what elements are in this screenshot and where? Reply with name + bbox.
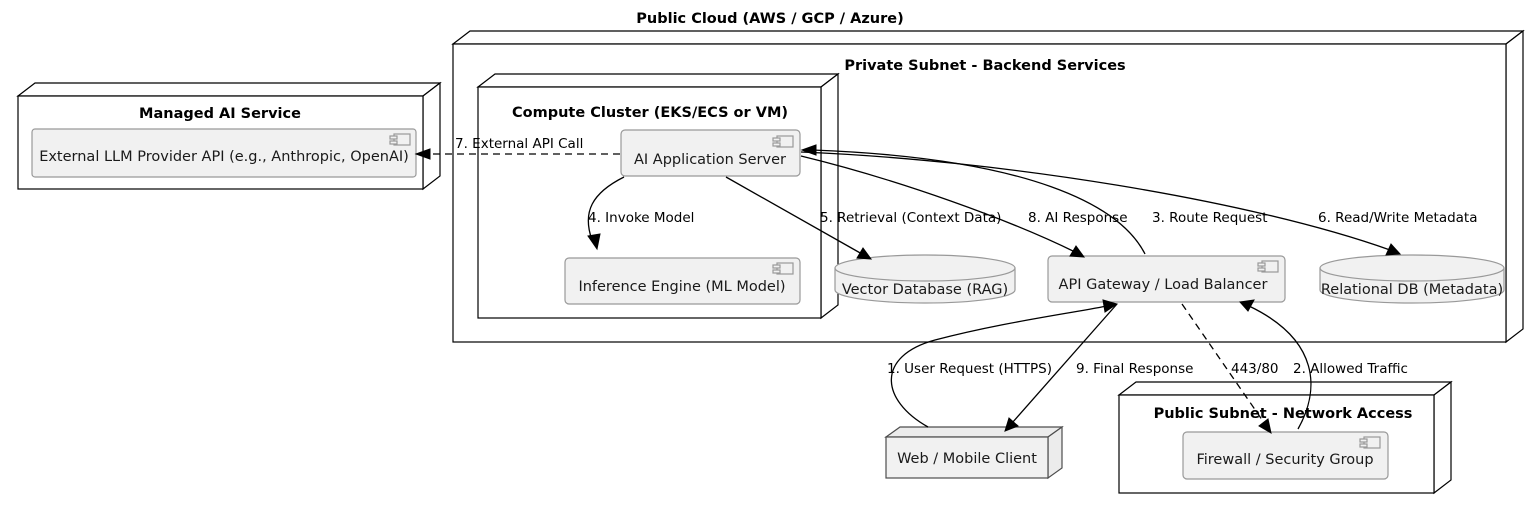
component-ai-application-server[interactable]: AI Application Server (620, 129, 801, 177)
diagram-title: Public Cloud (AWS / GCP / Azure) (636, 11, 903, 27)
vector-database-label: Vector Database (RAG) (842, 282, 1008, 298)
edge-label-9: 9. Final Response (1076, 361, 1193, 377)
edge-label-4: 4. Invoke Model (588, 210, 694, 226)
component-api-gateway[interactable]: API Gateway / Load Balancer (1047, 255, 1286, 303)
node-managed-ai-service: Managed AI Service External LLM Provider… (16, 81, 442, 191)
edge-route-request: 3. Route Request (800, 144, 1268, 255)
edge-external-api-call: 7. External API Call (414, 136, 620, 160)
edge-label-1: 1. User Request (HTTPS) (887, 361, 1052, 377)
component-external-llm-provider-api[interactable]: External LLM Provider API (e.g., Anthrop… (31, 128, 417, 178)
api-gateway-label: API Gateway / Load Balancer (1059, 277, 1268, 293)
edge-final-response: 9. Final Response (1004, 303, 1193, 432)
managed-ai-service-title: Managed AI Service (139, 106, 301, 122)
component-firewall-security-group[interactable]: Firewall / Security Group (1182, 431, 1389, 480)
edge-ports-443-80: 443/80 (1181, 303, 1279, 435)
node-web-mobile-client[interactable]: Web / Mobile Client (884, 425, 1064, 480)
private-subnet-title: Private Subnet - Backend Services (844, 58, 1125, 74)
edge-label-6: 6. Read/Write Metadata (1318, 210, 1478, 226)
inference-engine-label: Inference Engine (ML Model) (578, 279, 785, 295)
edge-label-8: 8. AI Response (1028, 210, 1128, 226)
component-icon (1359, 436, 1381, 449)
edge-user-request: 1. User Request (HTTPS) (887, 299, 1119, 428)
public-subnet-title: Public Subnet - Network Access (1154, 406, 1413, 422)
database-vector-database[interactable]: Vector Database (RAG) (834, 254, 1016, 304)
edge-read-write-metadata: 6. Read/Write Metadata (800, 151, 1478, 256)
component-icon (772, 135, 794, 148)
web-mobile-client-label: Web / Mobile Client (897, 451, 1037, 467)
component-inference-engine[interactable]: Inference Engine (ML Model) (564, 257, 801, 305)
relational-db-label: Relational DB (Metadata) (1321, 282, 1503, 298)
firewall-security-group-label: Firewall / Security Group (1196, 452, 1373, 468)
component-icon (389, 133, 411, 146)
edge-invoke-model: 4. Invoke Model (587, 176, 694, 251)
ai-application-server-label: AI Application Server (634, 152, 786, 168)
external-llm-provider-api-label: External LLM Provider API (e.g., Anthrop… (39, 149, 409, 165)
component-icon (1257, 260, 1279, 273)
edge-retrieval-context-data: 5. Retrieval (Context Data) (725, 176, 1001, 260)
database-relational-db[interactable]: Relational DB (Metadata) (1319, 254, 1505, 304)
node-public-subnet: Public Subnet - Network Access Firewall … (1117, 380, 1453, 495)
edge-label-3: 3. Route Request (1152, 210, 1268, 226)
compute-cluster-title: Compute Cluster (EKS/ECS or VM) (512, 105, 788, 121)
edge-label-2: 2. Allowed Traffic (1293, 361, 1408, 377)
edge-label-7: 7. External API Call (455, 136, 583, 152)
edge-label-5: 5. Retrieval (Context Data) (820, 210, 1001, 226)
component-icon (772, 262, 794, 275)
edge-allowed-traffic: 2. Allowed Traffic (1239, 299, 1408, 430)
edge-label-443-80: 443/80 (1231, 361, 1279, 377)
edge-ai-response: 8. AI Response (800, 155, 1128, 258)
